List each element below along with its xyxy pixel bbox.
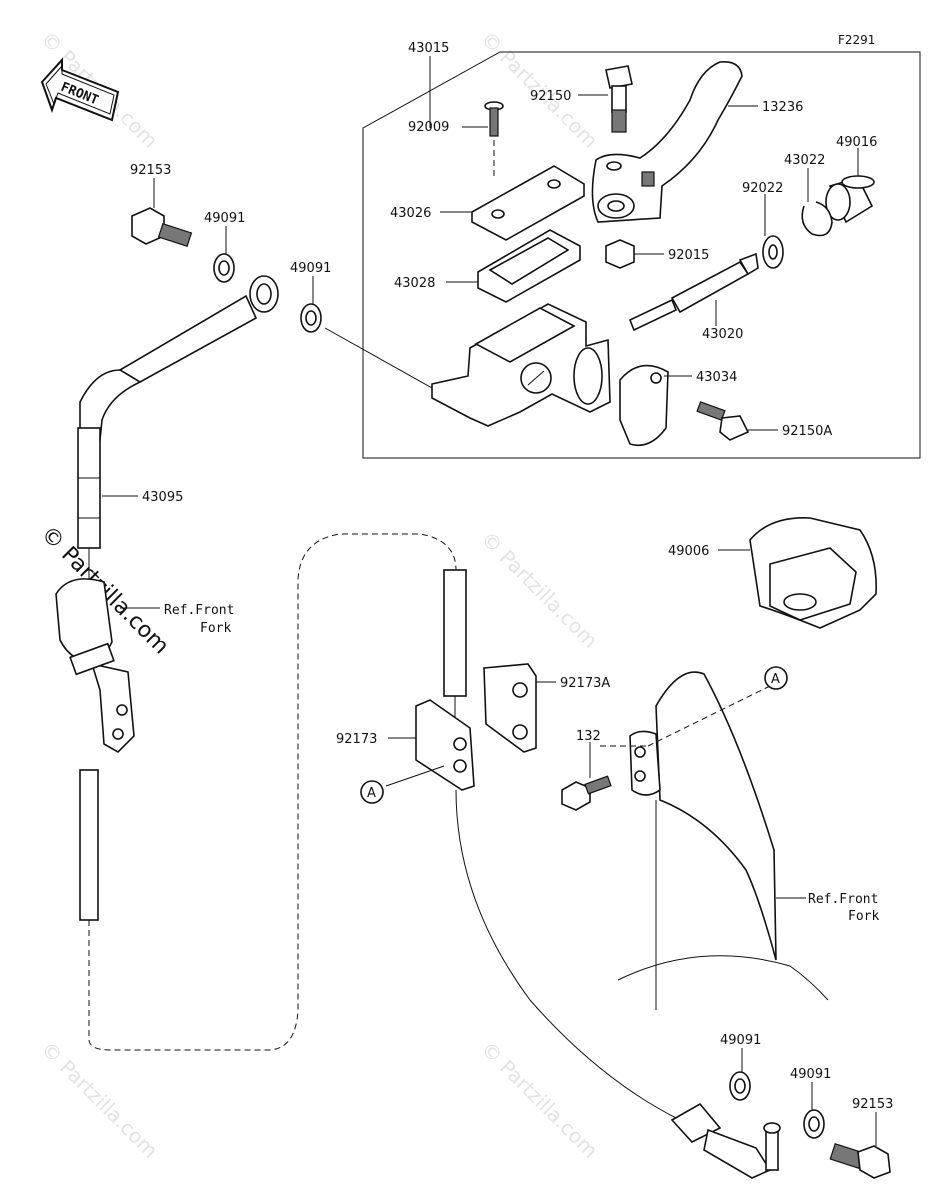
part-label-43026: 43026 <box>390 206 431 221</box>
part-label-13236: 13236 <box>762 100 803 115</box>
piston-43020 <box>628 252 759 332</box>
watermark: © Partzilla.com <box>476 527 602 653</box>
lever-13236 <box>591 60 743 223</box>
fork-clamp-left <box>55 578 135 753</box>
part-label-92150: 92150 <box>530 89 571 104</box>
watermark: © Partzilla.com <box>476 1037 602 1163</box>
figure-code: F2291 <box>838 33 875 47</box>
bolt-132 <box>561 775 612 811</box>
callout-a-right-label: A <box>771 672 780 687</box>
cap-43026 <box>471 165 585 241</box>
assembly-frame <box>362 51 921 459</box>
part-label-132: 132 <box>576 729 601 744</box>
hose-43095 <box>77 275 457 1051</box>
part-label-92153-bottom: 92153 <box>852 1097 893 1112</box>
diaphragm-43028 <box>477 229 581 303</box>
part-label-49091-d: 49091 <box>790 1067 831 1082</box>
part-label-92173: 92173 <box>336 732 377 747</box>
master-cylinder-body <box>431 303 611 427</box>
part-label-92009: 92009 <box>408 120 449 135</box>
part-label-49091-b: 49091 <box>290 261 331 276</box>
part-label-92015: 92015 <box>668 248 709 263</box>
nut-92015 <box>605 239 635 269</box>
part-label-43034: 43034 <box>696 370 737 385</box>
ref-front-fork-right-line2: Fork <box>848 909 879 924</box>
part-label-49006: 49006 <box>668 544 709 559</box>
screw-92009 <box>484 101 504 137</box>
part-label-92022: 92022 <box>742 181 783 196</box>
circlip-43022 <box>801 201 833 237</box>
hose-center-segment <box>443 569 467 697</box>
boot-49016 <box>825 175 875 224</box>
bolt-92150A <box>696 401 750 441</box>
ref-front-fork-right-line1: Ref.Front <box>808 892 878 907</box>
ref-front-fork-left-line2: Fork <box>200 621 231 636</box>
part-label-43095: 43095 <box>142 490 183 505</box>
part-label-43015: 43015 <box>408 41 449 56</box>
callout-a-left <box>360 780 384 804</box>
part-label-49091-c: 49091 <box>720 1033 761 1048</box>
ref-front-fork-left-line1: Ref.Front <box>164 603 234 618</box>
banjo-bolt-92153-bottom <box>829 1143 891 1179</box>
part-label-43022: 43022 <box>784 153 825 168</box>
clamp-92173 <box>415 699 475 791</box>
banjo-bolt-92153-top <box>131 207 193 248</box>
part-label-92153-top: 92153 <box>130 163 171 178</box>
part-label-43020: 43020 <box>702 327 743 342</box>
part-label-92173A: 92173A <box>560 676 610 691</box>
watermark: © Partzilla.com <box>36 1037 162 1163</box>
callout-a-right <box>764 666 788 690</box>
banjo-fitting-bottom <box>670 1102 781 1179</box>
part-label-43028: 43028 <box>394 276 435 291</box>
fork-guard-right <box>617 671 829 1010</box>
bolt-92150 <box>605 65 633 133</box>
clamp-43034 <box>619 364 669 447</box>
part-label-49016: 49016 <box>836 135 877 150</box>
part-label-49091-a: 49091 <box>204 211 245 226</box>
part-label-92150A: 92150A <box>782 424 832 439</box>
clamp-92173A <box>483 663 537 753</box>
guard-49006 <box>749 517 877 629</box>
callout-a-left-label: A <box>367 786 376 801</box>
